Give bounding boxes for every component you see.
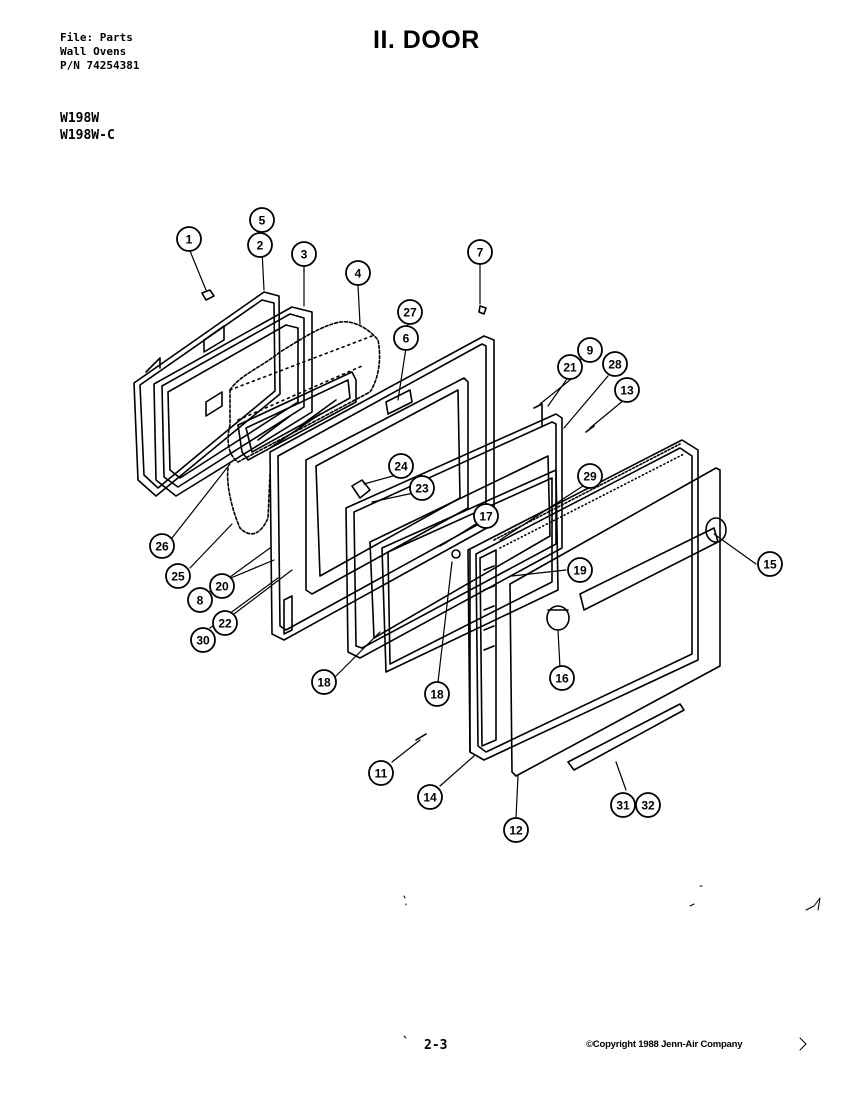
- svg-text:7: 7: [477, 246, 484, 260]
- svg-text:20: 20: [215, 580, 229, 594]
- callout-28: 28: [602, 351, 628, 377]
- callout-14: 14: [417, 784, 443, 810]
- callout-3: 3: [291, 241, 317, 267]
- callout-23: 23: [409, 475, 435, 501]
- svg-text:32: 32: [641, 799, 655, 813]
- callout-13: 13: [614, 377, 640, 403]
- part-screws: [415, 305, 595, 741]
- part-inner-door-liner: [133, 291, 281, 497]
- svg-text:2: 2: [257, 239, 264, 253]
- callout-27: 27: [397, 299, 423, 325]
- svg-text:24: 24: [394, 460, 408, 474]
- svg-text:8: 8: [197, 594, 204, 608]
- part-insulation: [226, 320, 381, 535]
- svg-text:5: 5: [259, 214, 266, 228]
- svg-text:27: 27: [403, 306, 417, 320]
- svg-text:3: 3: [301, 248, 308, 262]
- callout-15: 15: [757, 551, 783, 577]
- svg-text:12: 12: [509, 824, 523, 838]
- callout-21: 21: [557, 354, 583, 380]
- callout-17: 17: [473, 503, 499, 529]
- callout-19: 19: [567, 557, 593, 583]
- callout-22: 22: [212, 610, 238, 636]
- svg-text:30: 30: [196, 634, 210, 648]
- callout-bubbles: 1 5 2 3 4 7 27 6 21 9 28 13 24 23 29 17 …: [149, 207, 783, 843]
- svg-text:1: 1: [186, 233, 193, 247]
- svg-text:25: 25: [171, 570, 185, 584]
- part-inner-frame: [345, 403, 563, 673]
- svg-text:13: 13: [620, 384, 634, 398]
- file-line: File: Parts: [60, 31, 133, 44]
- category-line: Wall Ovens: [60, 45, 127, 58]
- callout-16: 16: [549, 665, 575, 691]
- part-glass-pack: [237, 371, 357, 461]
- svg-text:18: 18: [430, 688, 444, 702]
- svg-text:18: 18: [317, 676, 331, 690]
- callout-6: 6: [393, 325, 419, 351]
- svg-text:29: 29: [583, 470, 597, 484]
- svg-text:22: 22: [218, 617, 232, 631]
- callout-1: 1: [176, 226, 202, 252]
- callout-26: 26: [149, 533, 175, 559]
- callout-5: 5: [249, 207, 275, 233]
- leader-lines: [171, 249, 757, 819]
- callout-2: 2: [247, 232, 273, 258]
- svg-text:17: 17: [479, 510, 493, 524]
- scan-specks: [403, 885, 821, 1051]
- copyright-notice: ©Copyright 1988 Jenn-Air Company: [586, 1039, 743, 1050]
- part-front-panel: [509, 467, 721, 777]
- svg-text:31: 31: [616, 799, 630, 813]
- callout-32: 32: [635, 792, 661, 818]
- svg-text:23: 23: [415, 482, 429, 496]
- callout-18: 18: [424, 681, 450, 707]
- callout-25: 25: [165, 563, 191, 589]
- callout-9: 9: [577, 337, 603, 363]
- callout-8: 8: [187, 587, 213, 613]
- svg-text:28: 28: [608, 358, 622, 372]
- model-number: W198W: [60, 111, 100, 126]
- model-list: W198W W198W-C: [60, 110, 115, 144]
- file-info: File: Parts Wall Ovens P/N 74254381: [60, 31, 139, 73]
- svg-text:11: 11: [375, 767, 388, 781]
- part-number-line: P/N 74254381: [60, 59, 140, 72]
- svg-text:14: 14: [423, 791, 437, 805]
- part-trim-strip: [567, 703, 685, 771]
- callout-18: 18: [311, 669, 337, 695]
- svg-text:6: 6: [403, 332, 410, 346]
- svg-text:19: 19: [573, 564, 587, 578]
- callout-24: 24: [388, 453, 414, 479]
- callout-4: 4: [345, 260, 371, 286]
- callout-20: 20: [209, 573, 235, 599]
- page-number: 2-3: [424, 1038, 448, 1053]
- callout-31: 31: [610, 792, 636, 818]
- callout-11: 11: [368, 760, 394, 786]
- part-outer-frame: [467, 439, 699, 761]
- svg-text:9: 9: [587, 344, 594, 358]
- part-clip: [201, 289, 215, 301]
- part-gasket: [153, 306, 313, 497]
- svg-text:15: 15: [763, 558, 777, 572]
- svg-text:16: 16: [555, 672, 569, 686]
- callout-29: 29: [577, 463, 603, 489]
- svg-text:21: 21: [563, 361, 577, 375]
- callout-12: 12: [503, 817, 529, 843]
- svg-text:26: 26: [155, 540, 169, 554]
- callout-7: 7: [467, 239, 493, 265]
- callout-30: 30: [190, 627, 216, 653]
- model-number: W198W-C: [60, 128, 115, 143]
- page-title: II. DOOR: [373, 26, 480, 54]
- svg-text:4: 4: [355, 267, 362, 281]
